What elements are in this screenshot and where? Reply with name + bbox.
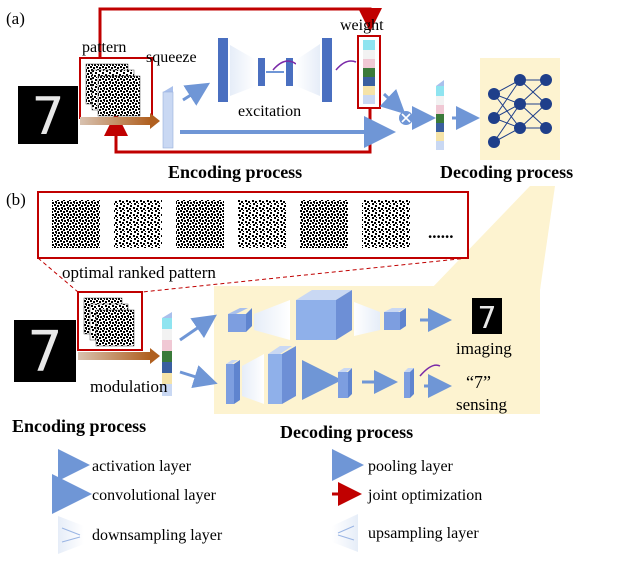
ranked-pattern-label: optimal ranked pattern (62, 263, 216, 282)
input-digit-image-b: 7 (14, 320, 76, 385)
feature-column-a (162, 86, 174, 149)
reconstructed-digit-image: 7 (472, 298, 502, 336)
decoding-title-b: Decoding process (280, 422, 413, 442)
pattern-stack-a (79, 57, 153, 119)
encoding-title-a: Encoding process (168, 162, 302, 182)
convolutional-arrow-b (78, 348, 160, 364)
sensing-result: “7” (466, 372, 491, 392)
activation-arrow-sensing-branch (179, 365, 218, 389)
svg-text:7: 7 (31, 87, 64, 147)
pattern-stack-b (77, 291, 143, 351)
activation-arrow-imaging-branch (179, 314, 217, 342)
ellipsis: ...... (428, 223, 454, 242)
legend-joint-label: joint optimization (367, 487, 482, 504)
zoom-wedge (430, 186, 555, 290)
optimal-ranked-pattern-box (37, 191, 469, 259)
weight-label: weight (340, 17, 384, 34)
legend-joint: joint optimization (332, 482, 482, 506)
panel-b-label: (b) (6, 190, 26, 209)
squeeze-label: squeeze (146, 49, 197, 66)
legend-activation: activation layer (58, 449, 192, 481)
panel-a-label: (a) (6, 9, 25, 28)
legend-downsampling: downsampling layer (58, 516, 223, 554)
legend-upsampling: upsampling layer (332, 514, 479, 552)
imaging-label: imaging (456, 339, 512, 358)
squeeze-excitation-block (218, 38, 357, 102)
legend-downsampling-label: downsampling layer (92, 527, 223, 544)
decoding-title-a: Decoding process (440, 162, 573, 182)
input-digit-image-a: 7 (18, 86, 78, 147)
legend-convolutional-label: convolutional layer (92, 487, 217, 504)
modulation-label: modulation (90, 377, 168, 396)
weighted-output-column-a (436, 80, 444, 150)
downsampling-icon (58, 516, 84, 554)
encoding-title-b: Encoding process (12, 416, 146, 436)
svg-text:7: 7 (477, 301, 496, 336)
multiply-icon (399, 111, 413, 125)
legend-upsampling-label: upsampling layer (368, 525, 479, 542)
svg-text:7: 7 (27, 320, 63, 385)
decoding-network-a (480, 58, 560, 160)
upsampling-icon (332, 514, 358, 552)
sensing-branch (226, 346, 452, 404)
excitation-label: excitation (238, 103, 301, 120)
activation-arrow-weight (379, 88, 406, 115)
legend-pooling-label: pooling layer (368, 458, 454, 475)
pattern-label: pattern (82, 39, 126, 56)
modulation-column (162, 312, 172, 396)
legend-convolutional: convolutional layer (52, 474, 217, 514)
activation-arrow-squeeze (182, 82, 211, 106)
legend-activation-label: activation layer (92, 458, 192, 475)
imaging-branch (228, 290, 452, 340)
zoom-dashed-lines (37, 257, 469, 293)
convolutional-arrow-a (80, 113, 160, 129)
weight-column (357, 35, 381, 109)
legend-pooling: pooling layer (332, 449, 454, 481)
joint-optimization-loop-top (98, 7, 382, 58)
sensing-label: sensing (456, 395, 508, 414)
legend: activation layer convolutional layer dow… (52, 449, 482, 554)
